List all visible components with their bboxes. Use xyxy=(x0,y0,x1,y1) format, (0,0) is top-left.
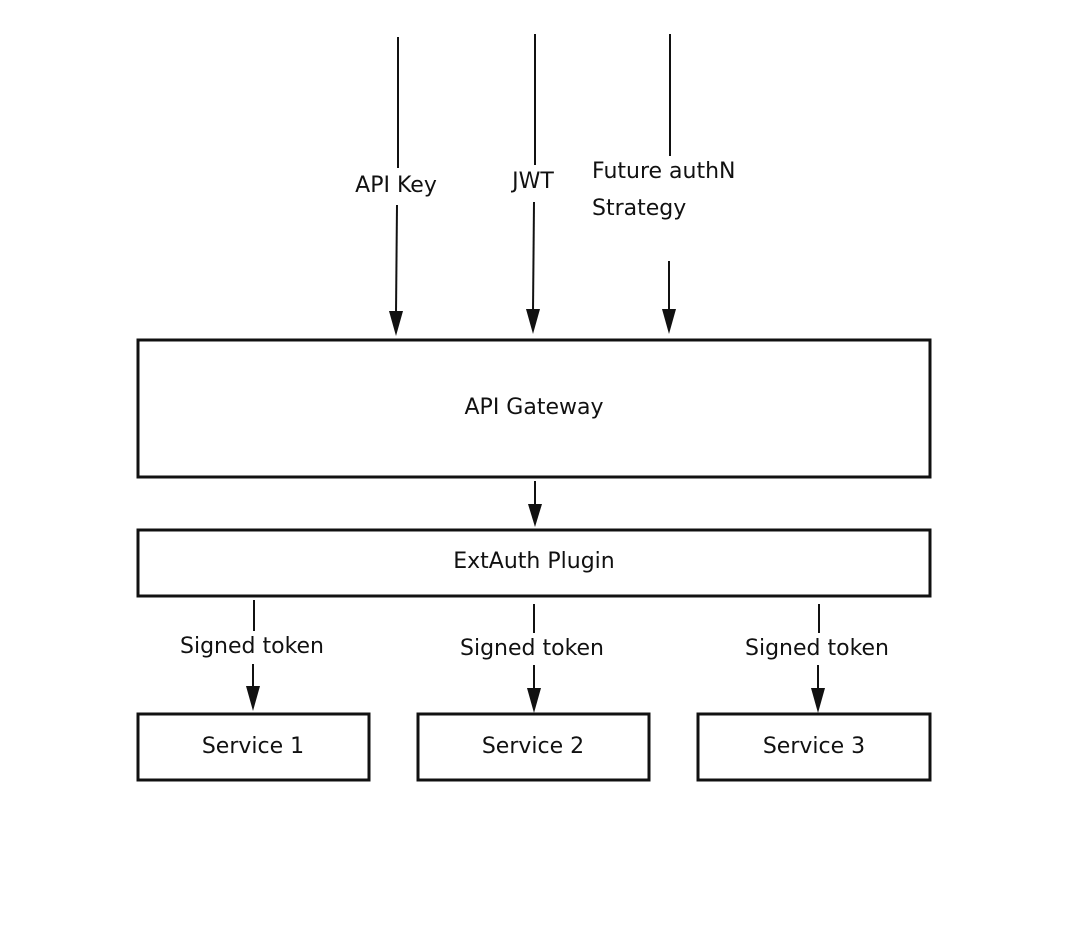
signed-token-label-2: Signed token xyxy=(460,636,604,661)
api-key-arrow xyxy=(389,37,403,336)
signed-token-label-3: Signed token xyxy=(745,636,889,661)
signed-token-arrow-1 xyxy=(246,600,260,711)
service-1-label: Service 1 xyxy=(202,734,304,759)
service-3-node: Service 3 xyxy=(696,712,932,782)
future-strategy-arrow xyxy=(662,34,676,334)
gateway-to-extauth-arrow xyxy=(528,481,542,527)
signed-token-label-1: Signed token xyxy=(180,634,324,659)
service-2-node: Service 2 xyxy=(416,712,651,782)
api-key-label: API Key xyxy=(355,173,437,198)
service-1-node: Service 1 xyxy=(136,712,371,782)
future-strategy-label-line1: Future authN xyxy=(592,159,736,184)
jwt-label: JWT xyxy=(510,169,554,194)
jwt-arrow xyxy=(526,34,540,334)
future-strategy-label-line2: Strategy xyxy=(592,196,686,221)
signed-token-arrow-2 xyxy=(527,604,541,713)
extauth-plugin-node: ExtAuth Plugin xyxy=(136,528,932,598)
service-3-label: Service 3 xyxy=(763,734,865,759)
service-2-label: Service 2 xyxy=(482,734,584,759)
signed-token-arrow-3 xyxy=(811,604,825,713)
extauth-plugin-label: ExtAuth Plugin xyxy=(453,549,614,574)
api-gateway-node: API Gateway xyxy=(136,338,932,479)
api-gateway-label: API Gateway xyxy=(465,395,604,420)
